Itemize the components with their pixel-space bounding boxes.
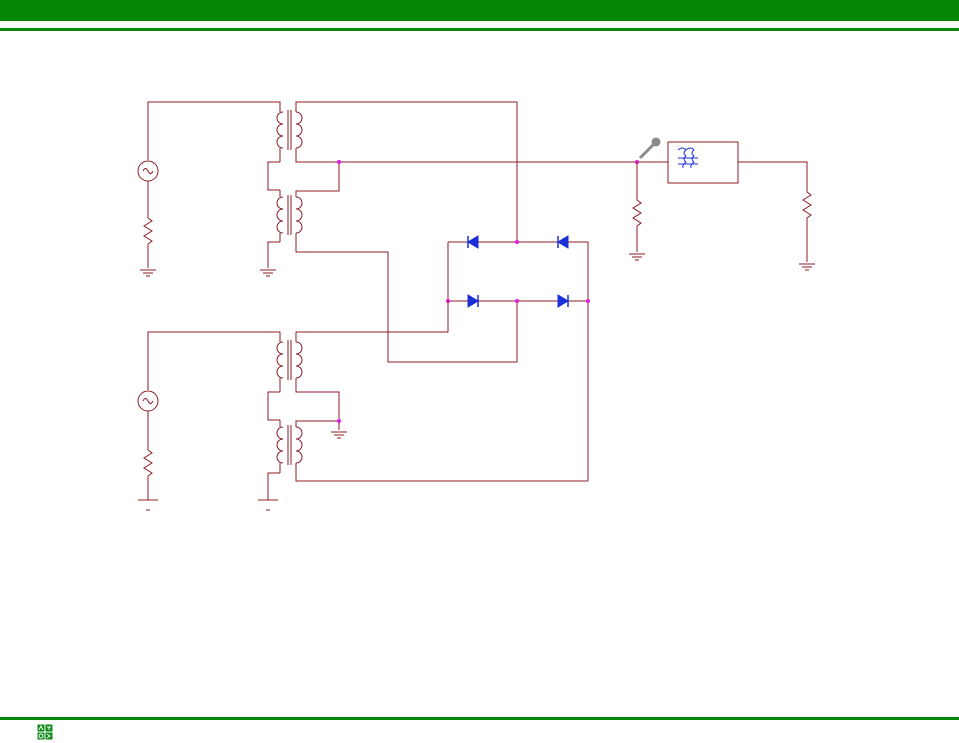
diode-icon <box>467 235 479 249</box>
diode-bridge <box>446 235 590 481</box>
bottom-transformer <box>258 301 588 511</box>
top-source-circuit <box>137 101 281 277</box>
ground-icon <box>798 263 816 271</box>
ground-icon <box>330 431 348 439</box>
resistor-icon <box>802 191 812 219</box>
ac-source-icon <box>137 160 159 182</box>
footer-rule <box>0 717 959 720</box>
ground-icon <box>139 269 157 277</box>
diode-icon <box>557 235 569 249</box>
diode-icon <box>467 294 479 308</box>
probe-icon <box>638 137 661 160</box>
header-bar <box>0 0 959 21</box>
resistor-icon <box>143 449 153 477</box>
ac-source-icon <box>137 390 159 412</box>
ground-icon <box>628 253 646 261</box>
output-section <box>337 137 816 271</box>
diode-icon <box>557 294 569 308</box>
app-logo-icon <box>37 724 53 740</box>
bottom-source-circuit <box>137 331 281 511</box>
resistor-icon <box>143 217 153 245</box>
top-transformer <box>259 101 518 363</box>
filter-block-icon <box>667 141 739 184</box>
header-rule <box>0 28 959 31</box>
resistor-icon <box>632 199 642 227</box>
